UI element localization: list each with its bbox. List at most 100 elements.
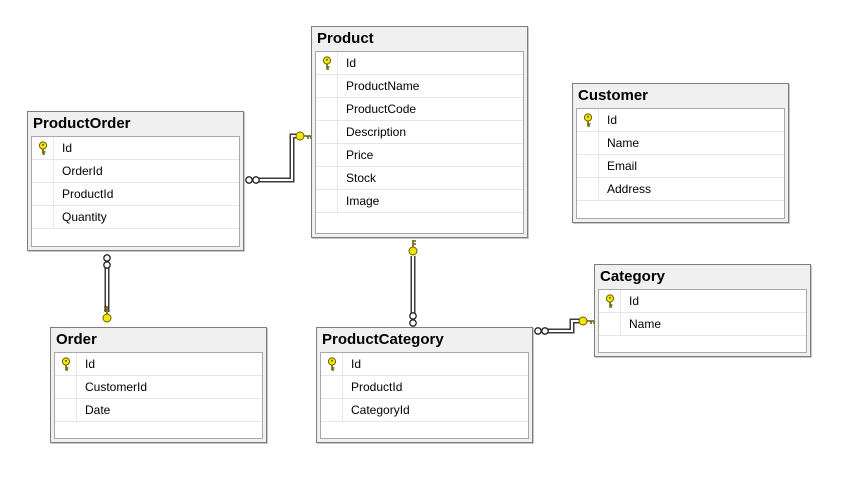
row-selector[interactable]: [316, 144, 338, 166]
table-title[interactable]: Category: [600, 268, 666, 285]
column-row[interactable]: Id: [577, 109, 784, 132]
relationship-productorder-order[interactable]: [102, 254, 112, 323]
new-column-row[interactable]: [32, 229, 239, 251]
row-selector[interactable]: [55, 353, 77, 375]
column-name: Quantity: [62, 210, 107, 224]
column-row[interactable]: Address: [577, 178, 784, 201]
column-row[interactable]: Quantity: [32, 206, 239, 229]
column-name: ProductId: [62, 187, 114, 201]
column-row[interactable]: CategoryId: [321, 399, 528, 422]
row-selector[interactable]: [316, 98, 338, 120]
column-name: Name: [629, 317, 662, 331]
new-column-row[interactable]: [316, 213, 523, 235]
column-name: Stock: [346, 171, 377, 185]
one-end-key-icon: [408, 240, 418, 256]
many-end-infinity-icon: [409, 312, 417, 327]
row-selector[interactable]: [599, 313, 621, 335]
column-row[interactable]: Date: [55, 399, 262, 422]
row-selector[interactable]: [316, 121, 338, 143]
column-row[interactable]: Email: [577, 155, 784, 178]
column-name: Id: [346, 56, 357, 70]
relationship-productorder-product[interactable]: [245, 131, 312, 184]
column-name: OrderId: [62, 164, 103, 178]
row-selector[interactable]: [577, 155, 599, 177]
table-title[interactable]: Product: [317, 30, 374, 47]
column-row[interactable]: ProductCode: [316, 98, 523, 121]
column-name: Image: [346, 194, 380, 208]
column-row[interactable]: Price: [316, 144, 523, 167]
column-name: Id: [629, 294, 640, 308]
table-title[interactable]: Order: [56, 331, 97, 348]
row-selector[interactable]: [599, 290, 621, 312]
column-row[interactable]: Id: [32, 137, 239, 160]
one-end-key-icon: [578, 316, 595, 326]
column-row[interactable]: Id: [316, 52, 523, 75]
column-row[interactable]: ProductId: [321, 376, 528, 399]
row-selector[interactable]: [55, 376, 77, 398]
column-row[interactable]: Id: [321, 353, 528, 376]
row-selector[interactable]: [577, 132, 599, 154]
many-end-infinity-icon: [245, 176, 260, 184]
column-name: ProductCode: [346, 102, 417, 116]
new-column-row[interactable]: [599, 336, 806, 358]
column-name: CategoryId: [351, 403, 410, 417]
row-selector[interactable]: [32, 183, 54, 205]
row-selector[interactable]: [316, 52, 338, 74]
row-selector[interactable]: [316, 75, 338, 97]
row-selector[interactable]: [577, 178, 599, 200]
column-row[interactable]: OrderId: [32, 160, 239, 183]
one-end-key-icon: [295, 131, 312, 141]
row-selector[interactable]: [32, 206, 54, 228]
column-name: ProductId: [351, 380, 403, 394]
column-row[interactable]: ProductId: [32, 183, 239, 206]
row-selector[interactable]: [32, 160, 54, 182]
row-selector[interactable]: [321, 399, 343, 421]
row-selector[interactable]: [316, 167, 338, 189]
column-name: Email: [607, 159, 638, 173]
row-selector[interactable]: [32, 137, 54, 159]
row-selector[interactable]: [577, 109, 599, 131]
table-title[interactable]: ProductCategory: [322, 331, 444, 348]
table-title[interactable]: Customer: [578, 87, 649, 104]
column-name: Price: [346, 148, 374, 162]
one-end-key-icon: [102, 306, 112, 323]
column-row[interactable]: Id: [599, 290, 806, 313]
column-name: CustomerId: [85, 380, 148, 394]
column-row[interactable]: Description: [316, 121, 523, 144]
column-name: Date: [85, 403, 111, 417]
column-row[interactable]: Name: [599, 313, 806, 336]
column-name: Id: [85, 357, 96, 371]
many-end-infinity-icon: [103, 254, 111, 269]
column-row[interactable]: CustomerId: [55, 376, 262, 399]
row-selector[interactable]: [321, 353, 343, 375]
row-selector[interactable]: [321, 376, 343, 398]
column-row[interactable]: ProductName: [316, 75, 523, 98]
column-row[interactable]: Image: [316, 190, 523, 213]
new-column-row[interactable]: [321, 422, 528, 444]
row-selector[interactable]: [55, 399, 77, 421]
relationship-productcategory-category[interactable]: [534, 316, 595, 335]
primary-key-icon: [61, 357, 71, 371]
relationship-productcategory-product[interactable]: [408, 240, 418, 327]
column-row[interactable]: Id: [55, 353, 262, 376]
table-title[interactable]: ProductOrder: [33, 115, 131, 132]
column-row[interactable]: Name: [577, 132, 784, 155]
column-name: Name: [607, 136, 640, 150]
row-selector[interactable]: [316, 190, 338, 212]
new-column-row[interactable]: [577, 201, 784, 223]
column-row[interactable]: Stock: [316, 167, 523, 190]
new-column-row[interactable]: [55, 422, 262, 444]
many-end-infinity-icon: [534, 327, 549, 335]
